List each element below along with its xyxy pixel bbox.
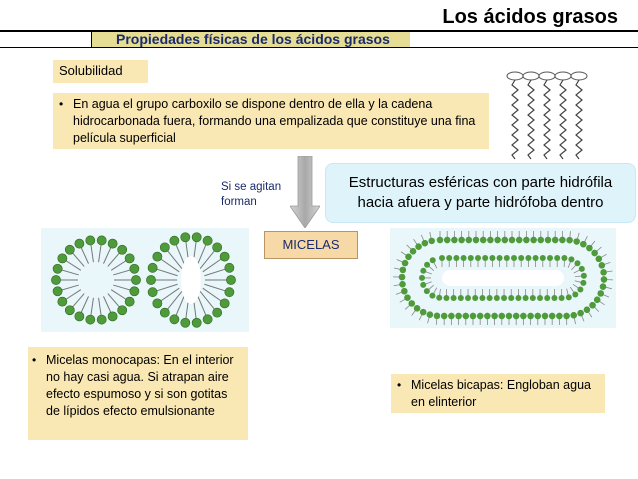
title-rule: [0, 30, 638, 48]
monolayer-micelle-image: [41, 228, 249, 332]
bullet-icon: •: [397, 378, 402, 392]
bilayer-micelle-icon: [393, 231, 613, 326]
down-arrow-icon: [290, 156, 320, 228]
slide-title: Los ácidos grasos: [442, 6, 618, 28]
fatty-acid-palisade-icon: [506, 71, 588, 160]
bullet-icon: •: [59, 97, 64, 111]
callout-line2: hacia afuera y parte hidrófoba dentro: [357, 194, 604, 211]
slide-subtitle: Propiedades físicas de los ácidos grasos: [116, 31, 390, 47]
agitation-note: Si se agitan forman: [221, 180, 281, 210]
agitation-note-line1: Si se agitan: [221, 181, 282, 193]
agitation-note-line2: forman: [221, 196, 257, 208]
solubility-label: Solubilidad: [53, 60, 148, 83]
spherical-structures-callout: Estructuras esféricas con parte hidrófil…: [325, 163, 636, 223]
monolayer-text-box: • Micelas monocapas: En el interior no h…: [28, 347, 248, 440]
solubility-text-box: • En agua el grupo carboxilo se dispone …: [53, 93, 489, 149]
micelas-label: MICELAS: [264, 231, 358, 259]
monolayer-micelle-icon: [51, 232, 236, 328]
bilayer-micelle-image: [390, 228, 616, 328]
bilayer-text-box: • Micelas bicapas: Engloban agua en elin…: [391, 374, 605, 413]
bullet-icon: •: [32, 353, 37, 367]
solubility-description: En agua el grupo carboxilo se dispone de…: [73, 97, 476, 145]
monolayer-description: Micelas monocapas: En el interior no hay…: [46, 353, 234, 418]
title-rule-left-block: [0, 32, 92, 47]
subtitle-bar: [92, 32, 410, 47]
callout-line1: Estructuras esféricas con parte hidrófil…: [348, 174, 613, 191]
bilayer-description: Micelas bicapas: Engloban agua en elinte…: [411, 378, 591, 409]
